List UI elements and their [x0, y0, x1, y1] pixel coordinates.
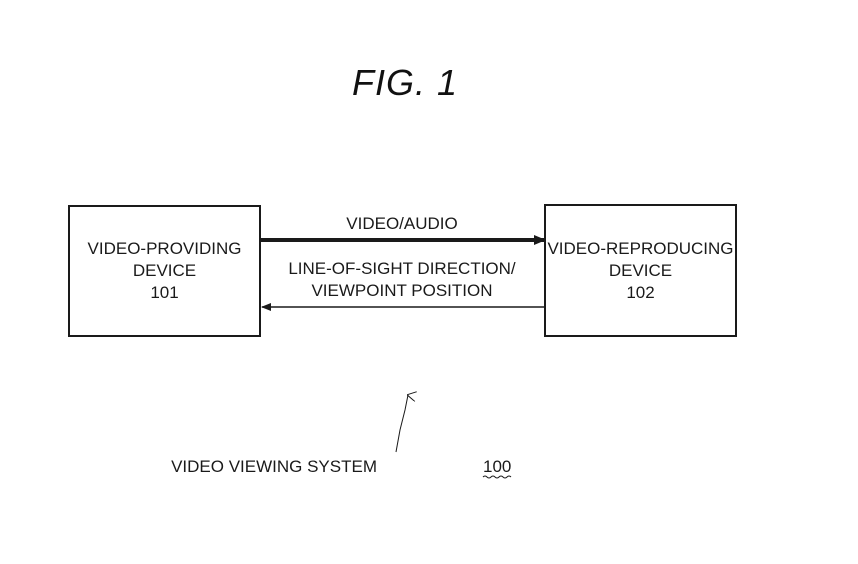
figure-title: FIG. 1	[351, 62, 459, 103]
provider-name-line1: VIDEO-PROVIDING	[87, 239, 242, 258]
system-label: VIDEO VIEWING SYSTEM	[171, 457, 377, 476]
provider-name-line2: DEVICE	[132, 261, 197, 280]
reproducer-ref-number: 102	[626, 283, 655, 302]
reproducer-name-line1: VIDEO-REPRODUCING	[547, 239, 734, 258]
reproducer-name-line2: DEVICE	[608, 261, 673, 280]
video-audio-label: VIDEO/AUDIO	[346, 214, 457, 233]
system-ref-underline	[482, 475, 512, 479]
viewpoint-position-label: VIEWPOINT POSITION	[311, 281, 492, 300]
line-of-sight-label: LINE-OF-SIGHT DIRECTION/	[288, 259, 516, 278]
system-ref-number: 100	[483, 457, 511, 476]
video-providing-device-box	[68, 205, 261, 337]
video-reproducing-device-label: VIDEO-REPRODUCING DEVICE 102	[545, 238, 736, 304]
video-reproducing-device-box	[544, 204, 737, 337]
provider-ref-number: 101	[150, 283, 179, 302]
system-leader-arrow	[395, 395, 408, 453]
video-providing-device-label: VIDEO-PROVIDING DEVICE 101	[69, 238, 260, 304]
